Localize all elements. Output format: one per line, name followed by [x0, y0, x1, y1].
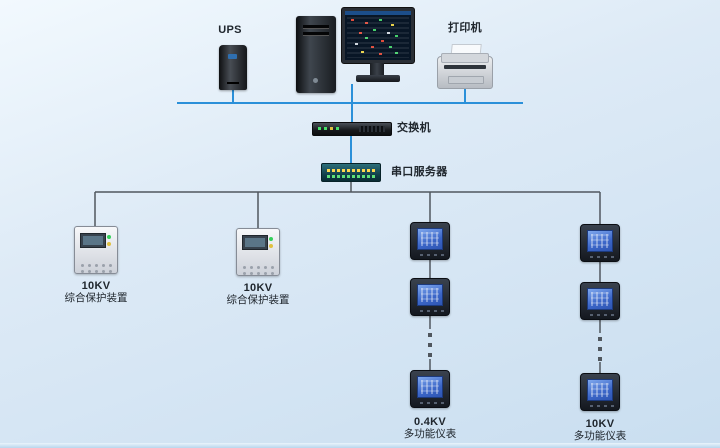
printer-label: 打印机 [448, 22, 482, 34]
power-button-icon [313, 78, 318, 83]
meters-10kv-name-label: 多功能仪表 [573, 430, 627, 442]
device-buttons [81, 264, 84, 267]
meter-04kv-2 [410, 278, 450, 316]
monitor-base [356, 75, 400, 82]
printer-top [441, 53, 489, 63]
device-buttons [243, 266, 246, 269]
screen-data-pixels [351, 19, 354, 21]
meter-screen [417, 376, 443, 398]
field-bus-lines [94, 182, 601, 373]
meters-10kv-kv-label: 10KV [585, 418, 615, 430]
background-edge [0, 443, 720, 448]
meter-04kv-1 [410, 222, 450, 260]
serial-port-server [321, 163, 381, 182]
printer-device [437, 44, 493, 89]
continuation-dot [428, 353, 432, 357]
protection-1-name-label: 综合保护装置 [64, 292, 128, 304]
meters-04kv-name-label: 多功能仪表 [403, 428, 457, 440]
monitor-screen [345, 11, 411, 60]
meter-04kv-n [410, 370, 450, 408]
meter-10kv-1 [580, 224, 620, 262]
ethernet-switch [312, 122, 392, 136]
pc-tower [296, 16, 336, 93]
meter-10kv-2 [580, 282, 620, 320]
meter-10kv-n [580, 373, 620, 411]
switch-label: 交换机 [397, 122, 431, 134]
meter-screen [587, 230, 613, 252]
meters-04kv-kv-label: 0.4KV [413, 416, 447, 428]
status-led [107, 235, 111, 239]
printer-tray [448, 76, 484, 84]
protection-device-1 [74, 226, 118, 274]
monitor-stand [370, 63, 384, 76]
serial-server-label: 串口服务器 [391, 166, 448, 178]
protection-2-name-label: 综合保护装置 [226, 294, 290, 306]
ups-device [219, 45, 247, 90]
continuation-dot [428, 333, 432, 337]
continuation-dot [598, 357, 602, 361]
top-network-lines [177, 84, 523, 163]
drive-slot [303, 32, 329, 36]
meter-screen [587, 288, 613, 310]
meter-screen [587, 379, 613, 401]
continuation-dot [598, 347, 602, 351]
meter-screen [417, 228, 443, 250]
protection-2-kv-label: 10KV [243, 282, 273, 294]
continuation-dot [428, 343, 432, 347]
status-led [269, 237, 273, 241]
ups-label: UPS [218, 24, 242, 36]
monitor [341, 7, 415, 64]
printer-slot [444, 65, 486, 69]
continuation-dots [428, 333, 602, 361]
meter-screen [417, 284, 443, 306]
device-screen [80, 233, 106, 248]
protection-device-2 [236, 228, 280, 276]
drive-slot [303, 25, 329, 29]
device-screen [242, 235, 268, 250]
protection-1-kv-label: 10KV [81, 280, 111, 292]
continuation-dot [598, 337, 602, 341]
